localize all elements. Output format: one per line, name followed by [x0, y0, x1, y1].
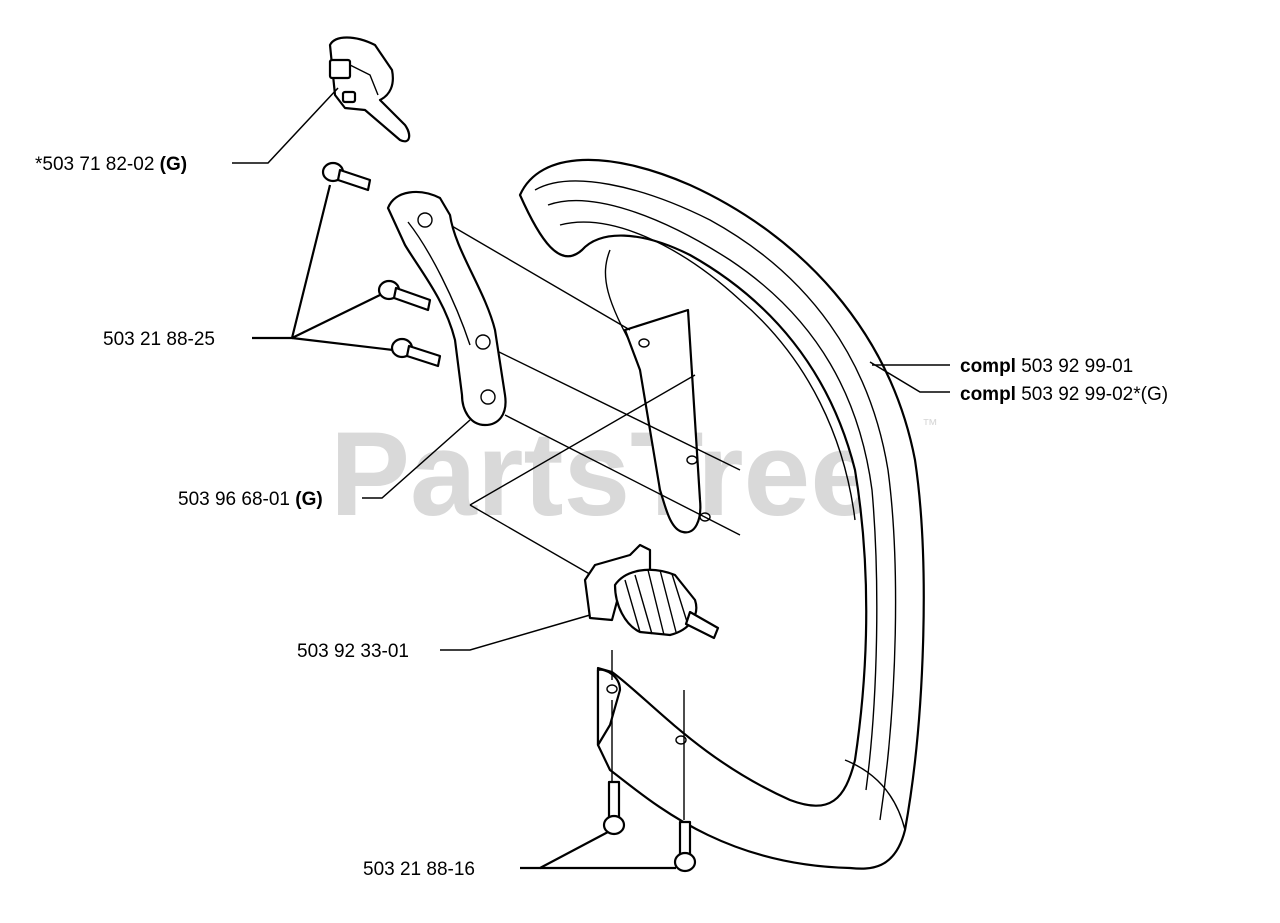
front-handle [518, 158, 925, 870]
label-damper-spring: 503 92 33-01 [297, 641, 409, 662]
screw [321, 161, 372, 192]
screw [602, 780, 626, 836]
top-screws [321, 161, 442, 368]
screw [390, 337, 442, 368]
screw [377, 279, 432, 312]
watermark-trademark: ™ [922, 417, 938, 434]
label-front-handle-2: compl 503 92 99-02*(G) [960, 384, 1168, 405]
label-front-handle-1: compl 503 92 99-01 [960, 356, 1133, 377]
damper-spring [583, 543, 720, 640]
label-curved-bracket: 503 96 68-01 (G) [178, 489, 323, 510]
throttle-trigger [328, 36, 411, 143]
watermark: PartsTree [330, 407, 877, 541]
label-bottom-screws: 503 21 88-16 [363, 859, 475, 880]
bottom-screws [602, 780, 697, 873]
screw [673, 820, 697, 873]
assembly-lines [444, 221, 741, 830]
leader-lines [232, 87, 950, 870]
curved-bracket [386, 191, 507, 427]
label-throttle-trigger: *503 71 82-02 (G) [35, 154, 187, 175]
label-top-screws: 503 21 88-25 [103, 329, 215, 350]
